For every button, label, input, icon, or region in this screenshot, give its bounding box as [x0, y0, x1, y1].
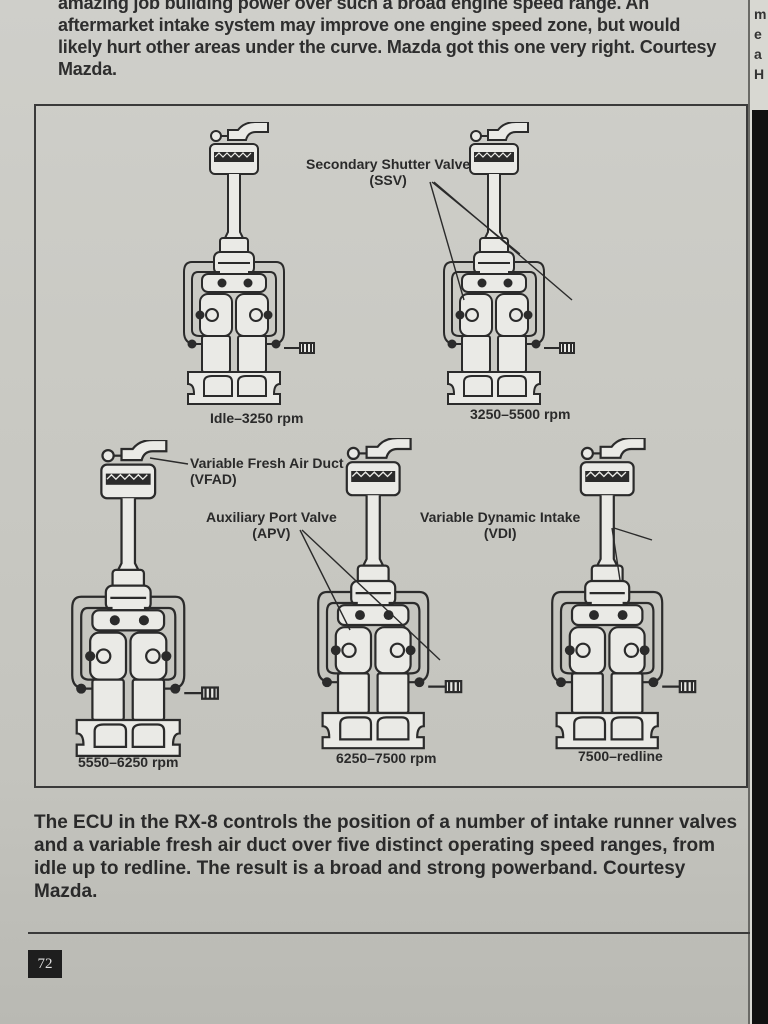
- vfad-callout-title: Variable Fresh Air Duct: [190, 455, 344, 471]
- rpm-label-3250: 3250–5500 rpm: [470, 406, 571, 422]
- caption-line: Mazda.: [34, 881, 98, 902]
- page-number: 72: [28, 950, 62, 978]
- vfad-callout: Variable Fresh Air Duct (VFAD): [190, 455, 344, 487]
- header-line: Mazda.: [58, 59, 117, 79]
- ssv-callout-title: Secondary Shutter Valve: [306, 156, 471, 172]
- caption-line: and a variable fresh air duct over five …: [34, 835, 716, 856]
- header-line: likely hurt other areas under the curve.…: [58, 37, 717, 57]
- footer-rule: [28, 932, 750, 934]
- vdi-callout: Variable Dynamic Intake (VDI): [420, 509, 580, 541]
- header-line: aftermarket intake system may improve on…: [58, 15, 681, 35]
- facing-page-fragment: m: [754, 6, 767, 22]
- caption-line: The ECU in the RX-8 controls the positio…: [34, 812, 738, 833]
- ssv-callout: Secondary Shutter Valve (SSV): [306, 156, 470, 188]
- rpm-label-6250: 6250–7500 rpm: [336, 750, 437, 766]
- book-spine-shadow: [752, 110, 768, 1024]
- figure-caption: The ECU in the RX-8 controls the positio…: [34, 811, 738, 903]
- header-line: amazing job building power over such a b…: [58, 0, 650, 13]
- figure-frame: [34, 104, 748, 788]
- apv-callout-abbr: (APV): [252, 525, 291, 541]
- vdi-callout-abbr: (VDI): [483, 525, 517, 541]
- ssv-callout-abbr: (SSV): [369, 172, 407, 188]
- facing-page-fragment: a: [754, 46, 762, 62]
- apv-callout-title: Auxiliary Port Valve: [206, 509, 337, 525]
- facing-page-fragment: e: [754, 26, 762, 42]
- caption-line: idle up to redline. The result is a broa…: [34, 858, 686, 879]
- rpm-label-idle: Idle–3250 rpm: [210, 410, 304, 426]
- vdi-callout-title: Variable Dynamic Intake: [420, 509, 581, 525]
- rpm-label-5550: 5550–6250 rpm: [78, 754, 179, 770]
- vfad-callout-abbr: (VFAD): [190, 471, 237, 487]
- rpm-label-7500: 7500–redline: [578, 748, 663, 764]
- header-paragraph: amazing job building power over such a b…: [58, 0, 748, 80]
- apv-callout: Auxiliary Port Valve (APV): [206, 509, 337, 541]
- facing-page-fragment: H: [754, 66, 765, 82]
